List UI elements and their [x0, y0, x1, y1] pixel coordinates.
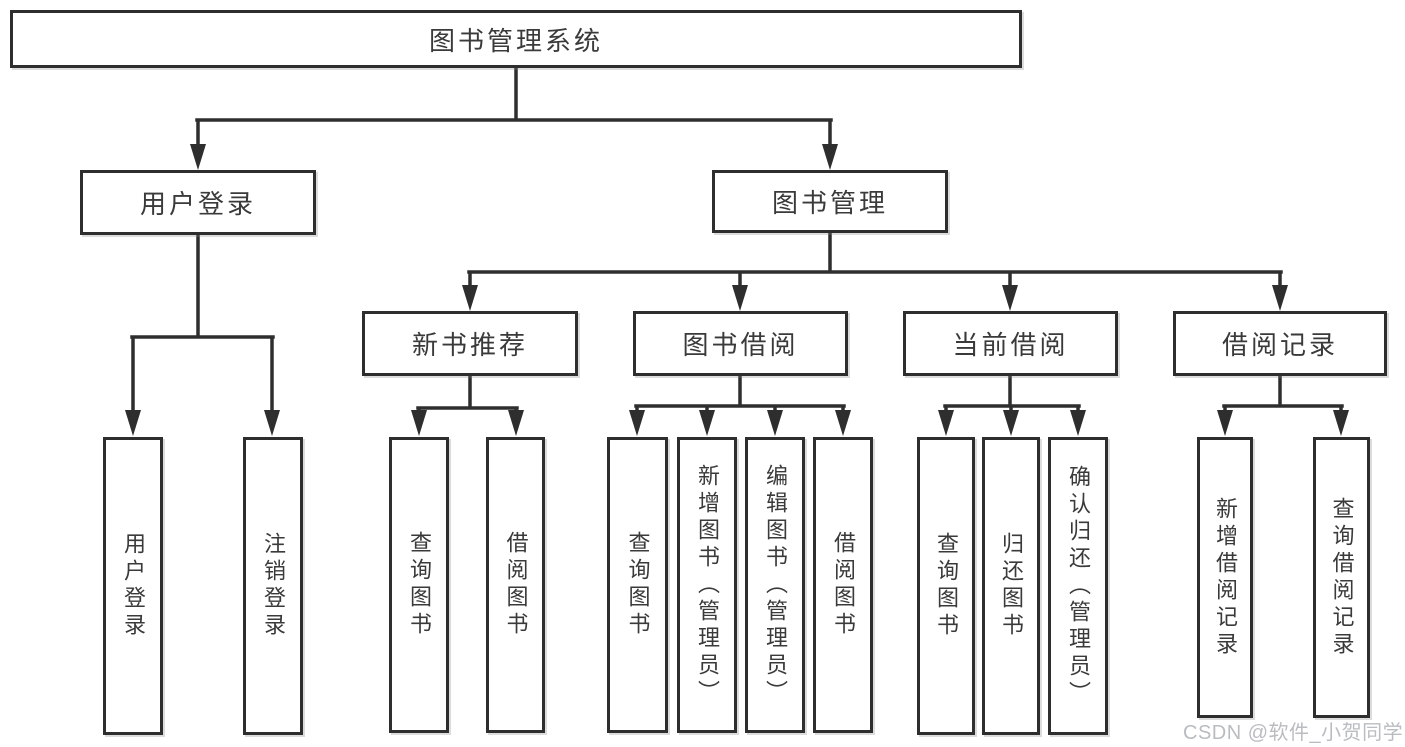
leaf-add-book-admin: 新增图书（管理员）: [677, 437, 737, 733]
node-current-borrowing: 当前借阅: [903, 311, 1118, 376]
leaf-confirm-return-admin: 确认归还（管理员）: [1048, 437, 1108, 735]
leaf-label: 注销登录: [261, 532, 286, 640]
leaf-label: 查询图书: [934, 532, 959, 640]
leaf-label: 查询借阅记录: [1329, 496, 1355, 659]
leaf-label: 确认归还（管理员）: [1066, 464, 1091, 708]
node-borrowing-records: 借阅记录: [1173, 311, 1387, 376]
leaf-add-borrow-record: 新增借阅记录: [1197, 437, 1253, 718]
leaf-query-books-borrowing: 查询图书: [607, 437, 668, 733]
leaf-label: 借阅图书: [831, 531, 856, 639]
leaf-borrow-books-recommend: 借阅图书: [486, 437, 545, 733]
node-user-login: 用户登录: [80, 170, 316, 235]
leaf-label: 查询图书: [407, 531, 432, 639]
leaf-label: 借阅图书: [503, 531, 529, 639]
leaf-label: 归还图书: [999, 532, 1024, 640]
leaf-borrow-books: 借阅图书: [813, 437, 873, 733]
leaf-query-borrow-record: 查询借阅记录: [1313, 437, 1370, 718]
leaf-label: 查询图书: [625, 531, 651, 639]
leaf-logout: 注销登录: [243, 437, 303, 735]
leaf-label: 编辑图书（管理员）: [763, 463, 788, 707]
csdn-watermark: CSDN @软件_小贺同学: [1183, 722, 1404, 744]
leaf-label: 新增图书（管理员）: [695, 463, 720, 707]
leaf-query-books-current: 查询图书: [917, 437, 975, 735]
leaf-label: 用户登录: [121, 532, 146, 640]
leaf-user-login: 用户登录: [103, 437, 163, 735]
node-library-management-system: 图书管理系统: [10, 10, 1022, 68]
leaf-query-books-recommend: 查询图书: [389, 437, 449, 733]
leaf-label: 新增借阅记录: [1213, 496, 1238, 659]
leaf-return-books: 归还图书: [982, 437, 1040, 735]
node-book-borrowing: 图书借阅: [633, 311, 848, 376]
node-new-book-recommendation: 新书推荐: [362, 311, 578, 376]
leaf-edit-book-admin: 编辑图书（管理员）: [745, 437, 805, 733]
node-book-management: 图书管理: [712, 170, 948, 233]
